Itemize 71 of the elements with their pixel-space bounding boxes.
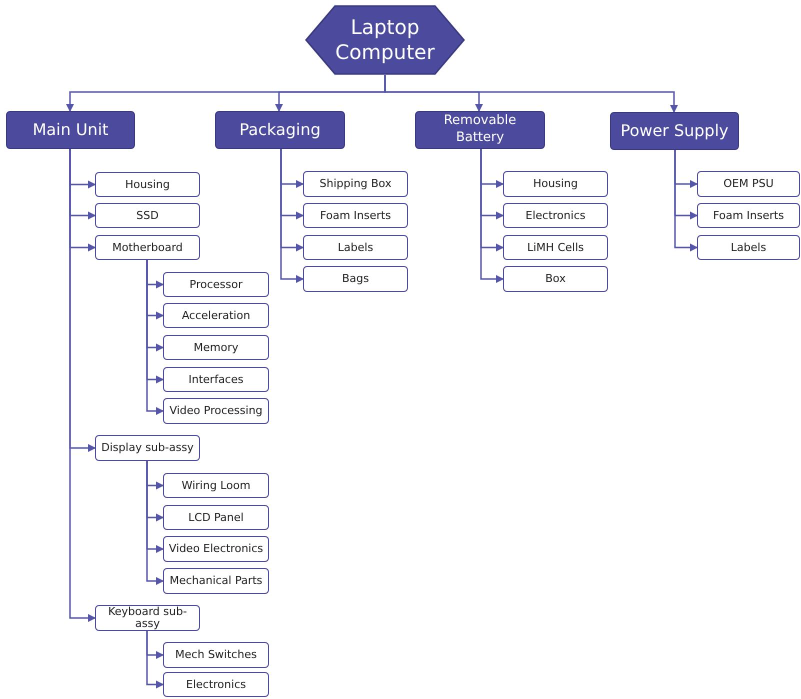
connector-arrow — [280, 149, 304, 283]
node-label: Processor — [188, 278, 244, 290]
item-box — [163, 367, 269, 392]
hexagon-node — [305, 5, 465, 75]
item-box — [503, 266, 608, 292]
category-box — [215, 111, 345, 149]
node-label: Display sub-assy — [100, 442, 195, 454]
node-label: Laptop Computer — [334, 15, 436, 65]
category-box — [415, 111, 545, 149]
category-box — [6, 111, 135, 149]
node-label: Packaging — [238, 120, 322, 140]
item-box — [163, 672, 269, 697]
node-label: Foam Inserts — [319, 210, 392, 222]
node-label: Main Unit — [32, 120, 110, 140]
item-box — [95, 435, 200, 461]
item-box — [95, 172, 200, 197]
category-box — [610, 112, 739, 150]
item-box — [503, 203, 608, 228]
item-box — [163, 536, 269, 562]
item-box — [503, 235, 608, 260]
node-label: LiMH Cells — [526, 242, 585, 254]
node-label: OEM PSU — [722, 178, 775, 190]
item-box — [303, 203, 408, 228]
node-label: Mechanical Parts — [168, 575, 264, 587]
node-label: Shipping Box — [318, 178, 392, 190]
node-label: Memory — [192, 342, 240, 354]
node-label: Acceleration — [180, 310, 252, 322]
item-box — [303, 171, 408, 197]
item-box — [697, 171, 800, 197]
node-label: Housing — [124, 178, 171, 190]
node-label: Electronics — [524, 210, 586, 222]
item-box — [303, 235, 408, 260]
node-label: Removable Battery — [442, 113, 518, 147]
node-label: Box — [544, 273, 567, 285]
node-label: SSD — [135, 210, 160, 222]
connector-arrow — [480, 149, 504, 283]
node-label: LCD Panel — [187, 512, 245, 524]
item-box — [503, 171, 608, 197]
item-box — [163, 473, 269, 498]
node-label: Video Processing — [168, 405, 264, 417]
node-label: Bags — [340, 273, 370, 285]
item-box — [163, 272, 269, 297]
item-box — [95, 203, 200, 228]
node-label: Keyboard sub-assy — [107, 606, 188, 630]
connector-arrow — [674, 150, 698, 252]
item-box — [163, 303, 269, 328]
connector-arrow — [384, 75, 678, 113]
node-label: Mech Switches — [174, 649, 258, 661]
item-box — [163, 398, 269, 424]
connector-arrow — [146, 461, 164, 585]
item-box — [163, 505, 269, 530]
node-label: Labels — [336, 242, 374, 254]
item-box — [163, 642, 269, 668]
item-box — [95, 605, 200, 631]
connector-arrow — [146, 260, 164, 415]
node-label: Foam Inserts — [712, 210, 785, 222]
node-label: Power Supply — [620, 121, 730, 141]
item-box — [697, 203, 800, 228]
item-box — [163, 568, 269, 594]
node-label: Wiring Loom — [180, 480, 252, 492]
node-label: Motherboard — [111, 242, 184, 254]
node-label: Housing — [532, 178, 579, 190]
connector-arrow — [146, 631, 164, 688]
item-box — [163, 335, 269, 360]
item-box — [95, 235, 200, 260]
item-box — [303, 266, 408, 292]
node-label: Video Electronics — [168, 543, 264, 555]
item-box — [697, 235, 800, 260]
node-label: Electronics — [185, 678, 247, 690]
node-label: Labels — [730, 242, 768, 254]
node-label: Interfaces — [188, 374, 244, 386]
